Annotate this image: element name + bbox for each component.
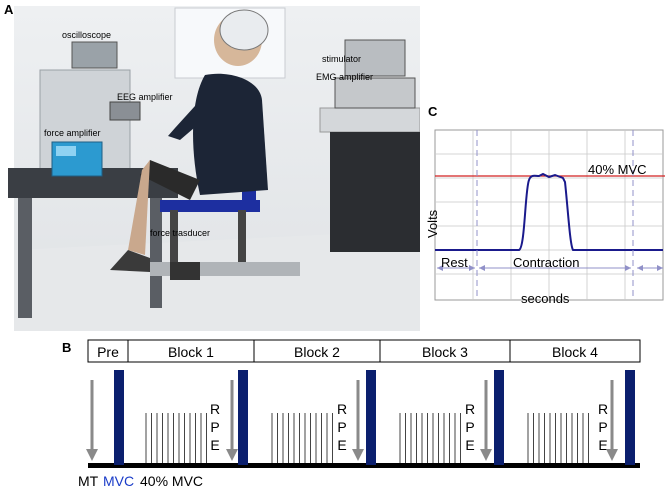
contraction-right-arrowhead xyxy=(625,265,631,271)
scope-xlabel: seconds xyxy=(521,291,570,306)
rpe-letter: E xyxy=(210,437,219,453)
rpe-letter: E xyxy=(598,437,607,453)
rest-right-arrowhead xyxy=(469,265,475,271)
panel-b-letter: B xyxy=(62,340,72,355)
contraction-left-arrowhead xyxy=(479,265,485,271)
scope-ylabel: Volts xyxy=(425,209,440,238)
protocol-timeline: Pre Block 1 Block 2 Block 3 Block 4 RPER… xyxy=(78,339,641,489)
mvc-bar xyxy=(114,370,124,465)
rpe-letter: P xyxy=(337,419,346,435)
eeg-amplifier-label: EEG amplifier xyxy=(117,92,173,102)
stimulator-label: stimulator xyxy=(322,54,361,64)
timeline-baseline xyxy=(88,463,640,468)
force-signal-trace xyxy=(435,172,663,251)
rpe-letter: P xyxy=(465,419,474,435)
mvc-bar xyxy=(238,370,248,465)
mvc-bar xyxy=(366,370,376,465)
timepoint-arrowhead xyxy=(480,449,492,461)
scope-grid xyxy=(434,129,664,301)
mvc-label: MVC xyxy=(103,473,134,489)
force-transducer-label: force trasducer xyxy=(150,228,210,238)
header-block-3: Block 3 xyxy=(422,344,468,360)
force-amplifier-label: force amplifier xyxy=(44,128,101,138)
rpe-letter: R xyxy=(598,401,608,417)
mvc-bar xyxy=(625,370,635,465)
rpe-letter: P xyxy=(598,419,607,435)
oscilloscope-label: oscilloscope xyxy=(62,30,111,40)
timepoint-arrowhead xyxy=(226,449,238,461)
mvc-task-label: 40% MVC xyxy=(140,473,203,489)
scope-trace-figure: 40% MVC Rest Contraction seconds Volts xyxy=(425,129,665,306)
panel-a-letter: A xyxy=(4,2,14,17)
protocol-header-frame xyxy=(87,339,641,363)
header-block-1: Block 1 xyxy=(168,344,214,360)
rpe-letter: E xyxy=(337,437,346,453)
mt-label: MT xyxy=(78,473,99,489)
rpe-letter: E xyxy=(465,437,474,453)
emg-amplifier-label: EMG amplifier xyxy=(316,72,373,82)
post-right-arrowhead xyxy=(657,265,663,271)
panel-c-letter: C xyxy=(428,104,438,119)
rest-left-arrowhead xyxy=(437,265,443,271)
rest-label: Rest xyxy=(441,255,468,270)
rpe-letter: P xyxy=(210,419,219,435)
header-pre: Pre xyxy=(97,344,119,360)
rpe-letter: R xyxy=(210,401,220,417)
mvc-level-label: 40% MVC xyxy=(588,162,647,177)
timepoint-arrowhead xyxy=(606,449,618,461)
rpe-letter: R xyxy=(337,401,347,417)
timepoint-arrowhead xyxy=(352,449,364,461)
timepoint-arrowhead xyxy=(86,449,98,461)
header-block-2: Block 2 xyxy=(294,344,340,360)
mvc-bar xyxy=(494,370,504,465)
setup-photo: oscilloscope stimulator EMG amplifier EE… xyxy=(8,6,420,331)
header-block-4: Block 4 xyxy=(552,344,598,360)
rpe-letter: R xyxy=(465,401,475,417)
post-left-arrowhead xyxy=(637,265,643,271)
contraction-label: Contraction xyxy=(513,255,579,270)
